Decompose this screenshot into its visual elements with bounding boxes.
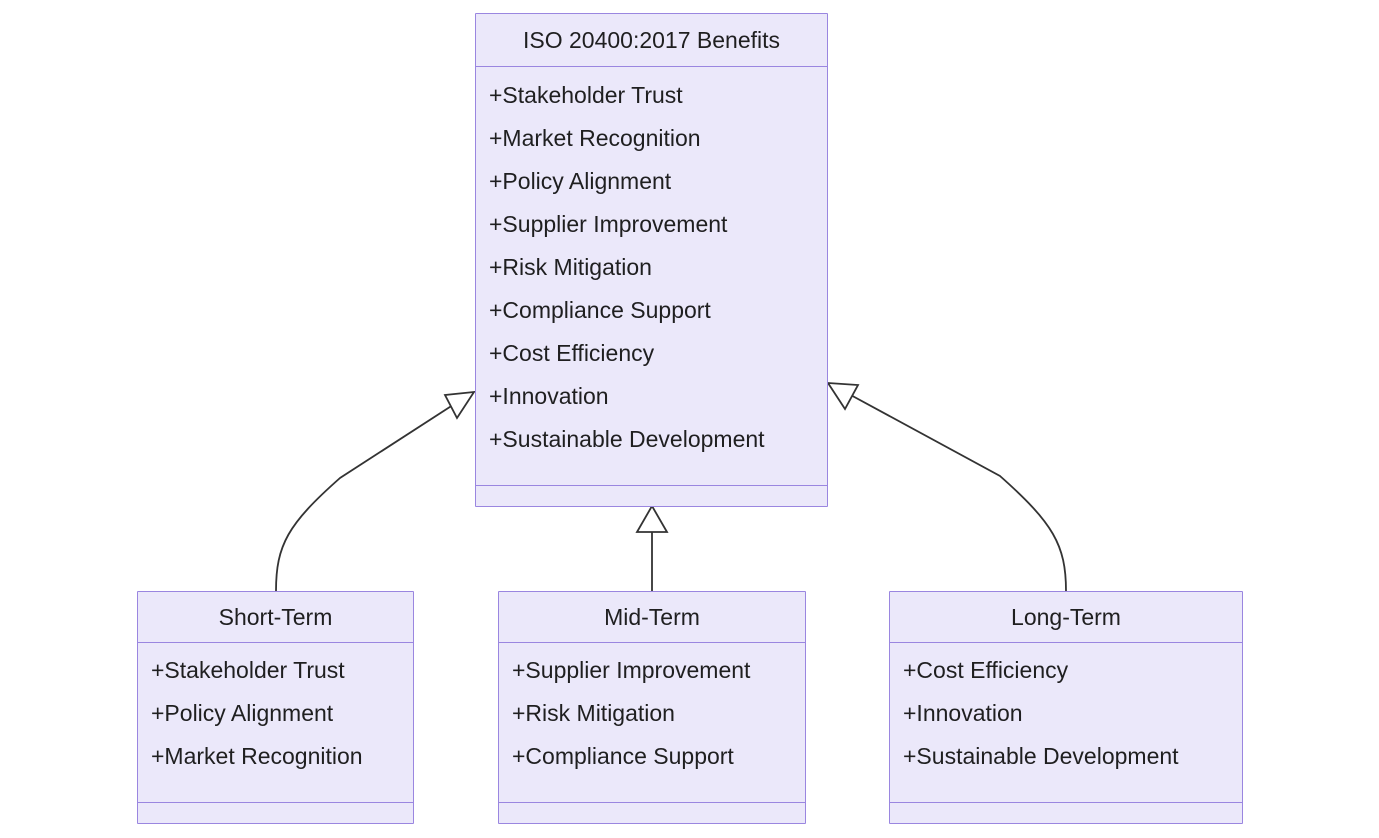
class-attribute: +Supplier Improvement: [489, 211, 728, 237]
class-title: Long-Term: [890, 592, 1242, 643]
class-attribute: +Stakeholder Trust: [151, 657, 345, 683]
class-attribute: +Innovation: [903, 700, 1023, 726]
class-attribute: +Innovation: [489, 383, 609, 409]
class-attribute: +Policy Alignment: [489, 168, 672, 194]
edge-long-term-to-parent: [846, 392, 1067, 592]
edge-short-term-to-parent: [275, 402, 457, 592]
class-attribute: +Stakeholder Trust: [489, 82, 683, 108]
generalization-arrowhead-middle: [635, 504, 669, 533]
class-attribute: +Risk Mitigation: [489, 254, 652, 280]
class-attribute: +Cost Efficiency: [489, 340, 655, 366]
class-methods-compartment: [476, 486, 827, 506]
class-attributes-compartment: +Supplier Improvement +Risk Mitigation +…: [499, 643, 805, 803]
class-title: Mid-Term: [499, 592, 805, 643]
class-attribute: +Sustainable Development: [489, 426, 765, 452]
class-attributes-compartment: +Cost Efficiency +Innovation +Sustainabl…: [890, 643, 1242, 803]
class-attributes-compartment: +Stakeholder Trust +Market Recognition +…: [476, 67, 827, 486]
class-title: ISO 20400:2017 Benefits: [476, 14, 827, 67]
class-attribute: +Supplier Improvement: [512, 657, 751, 683]
generalization-arrowhead-right: [826, 381, 860, 411]
class-attribute: +Sustainable Development: [903, 743, 1179, 769]
class-attribute: +Market Recognition: [489, 125, 701, 151]
generalization-arrowhead-left: [443, 390, 476, 420]
uml-class-short-term[interactable]: Short-Term +Stakeholder Trust +Policy Al…: [137, 591, 414, 824]
class-attribute: +Market Recognition: [151, 743, 363, 769]
class-methods-compartment: [138, 803, 413, 823]
uml-class-mid-term[interactable]: Mid-Term +Supplier Improvement +Risk Mit…: [498, 591, 806, 824]
class-methods-compartment: [890, 803, 1242, 823]
class-attribute: +Compliance Support: [512, 743, 734, 769]
class-attribute: +Compliance Support: [489, 297, 711, 323]
uml-class-long-term[interactable]: Long-Term +Cost Efficiency +Innovation +…: [889, 591, 1243, 824]
class-methods-compartment: [499, 803, 805, 823]
class-attribute: +Policy Alignment: [151, 700, 334, 726]
uml-class-iso-20400-benefits[interactable]: ISO 20400:2017 Benefits +Stakeholder Tru…: [475, 13, 828, 507]
class-attribute: +Risk Mitigation: [512, 700, 675, 726]
class-title: Short-Term: [138, 592, 413, 643]
class-attributes-compartment: +Stakeholder Trust +Policy Alignment +Ma…: [138, 643, 413, 803]
class-attribute: +Cost Efficiency: [903, 657, 1069, 683]
